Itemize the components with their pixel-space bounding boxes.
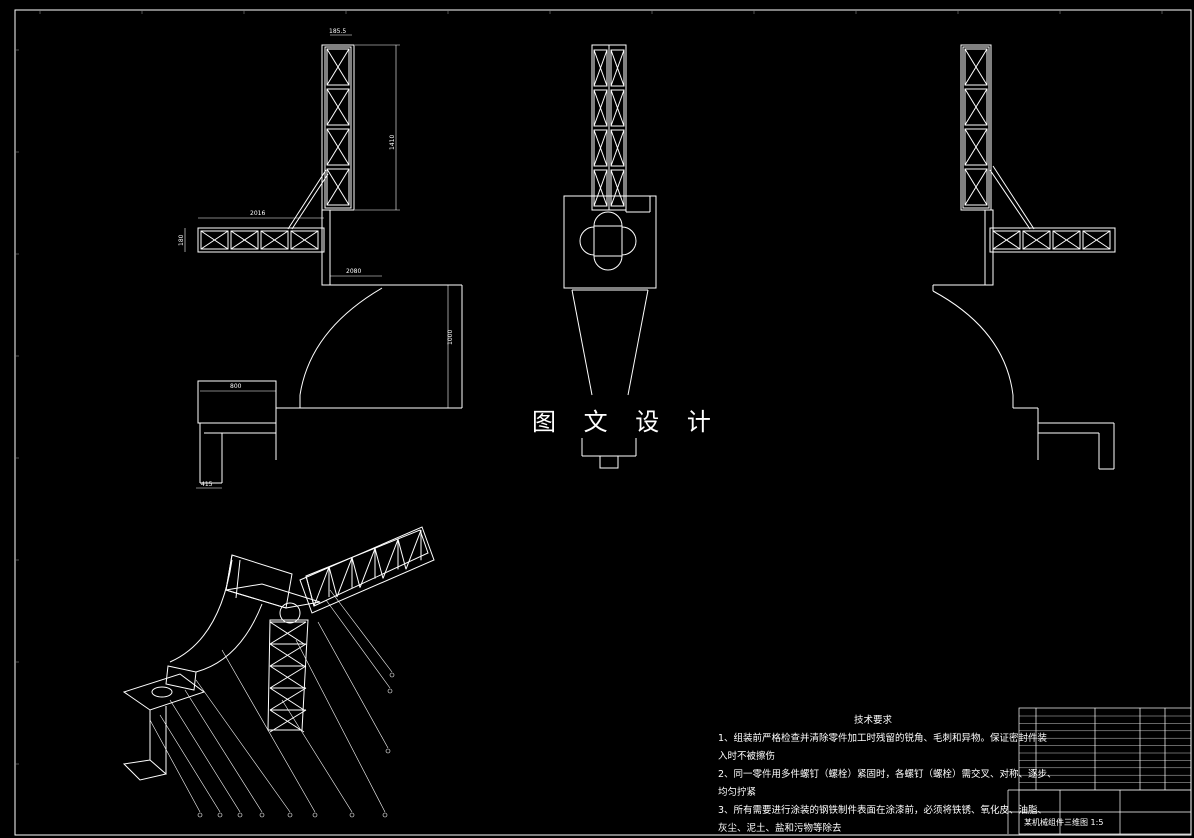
note-line: 2、同一零件用多件螺钉（螺栓）紧固时，各螺钉（螺栓）需交叉、对称、逐步、 <box>718 769 1057 780</box>
dim-sweep-height: 1000 <box>447 330 454 345</box>
dim-mast-height: 1410 <box>389 135 396 150</box>
isometric-view <box>122 526 435 818</box>
dim-foot: 415 <box>201 481 213 488</box>
notes-title: 技术要求 <box>853 715 892 726</box>
note-line: 3、所有需要进行涂装的钢铁制件表面在涂漆前，必须将铁锈、氧化皮、油脂、 <box>718 805 1048 816</box>
dim-base-width: 800 <box>230 383 242 390</box>
note-line: 入时不被擦伤 <box>718 751 776 762</box>
technical-requirements: 技术要求 1、组装前严格检查并清除零件加工时残留的锐角、毛刺和异物。保证密封件装… <box>718 712 1057 838</box>
dim-base-offset: 2080 <box>346 268 361 275</box>
dim-boom-height: 180 <box>178 234 185 246</box>
note-line: 均匀拧紧 <box>718 787 757 798</box>
front-elevation-view <box>184 34 463 489</box>
note-line: 灰尘、泥土、盐和污物等除去 <box>718 823 842 834</box>
front-dimension-labels: 185.5 1410 2016 180 2080 1000 800 415 <box>178 28 454 488</box>
side-elevation-view <box>563 44 657 469</box>
drawing-name: 某机械组件三维图 1:5 <box>1024 818 1104 827</box>
dim-boom-length: 2016 <box>250 210 265 217</box>
dim-top-width: 185.5 <box>329 28 346 35</box>
watermark-text: 图 文 设 计 <box>532 408 721 436</box>
rear-elevation-view <box>932 44 1116 470</box>
note-line: 1、组装前严格检查并清除零件加工时残留的锐角、毛刺和异物。保证密封件装 <box>718 733 1048 744</box>
frame-ruler-ticks <box>15 10 1163 765</box>
drawing-frame <box>14 9 1192 836</box>
title-block <box>1007 707 1192 835</box>
